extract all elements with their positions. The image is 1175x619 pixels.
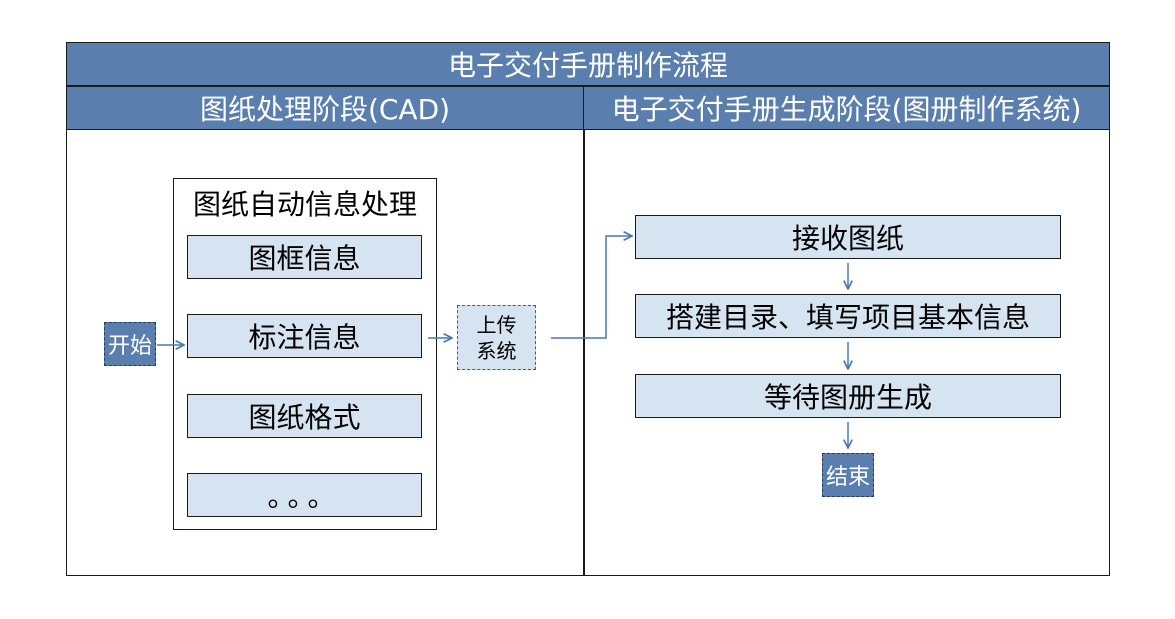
column-header-cad: 图纸处理阶段(CAD) [66, 86, 584, 130]
item-drawing-format: 图纸格式 [187, 394, 422, 438]
end-node: 结束 [822, 453, 874, 497]
upload-line-2: 系统 [476, 338, 517, 363]
column-header-system: 电子交付手册生成阶段(图册制作系统) [583, 86, 1110, 130]
arrow-upload-to-receive [551, 236, 632, 339]
diagram-title: 电子交付手册制作流程 [66, 42, 1110, 86]
step-wait-generation: 等待图册生成 [635, 374, 1061, 418]
group-title: 图纸自动信息处理 [192, 188, 417, 221]
upload-node: 上传 系统 [457, 305, 536, 370]
start-node: 开始 [104, 322, 156, 366]
step-build-catalog: 搭建目录、填写项目基本信息 [635, 294, 1061, 338]
item-annotation-info: 标注信息 [187, 314, 422, 358]
item-ellipsis: 。。。 [187, 473, 422, 517]
step-receive-drawings: 接收图纸 [635, 215, 1061, 259]
upload-line-1: 上传 [476, 312, 517, 337]
column-divider [583, 130, 585, 576]
item-frame-info: 图框信息 [187, 235, 422, 279]
